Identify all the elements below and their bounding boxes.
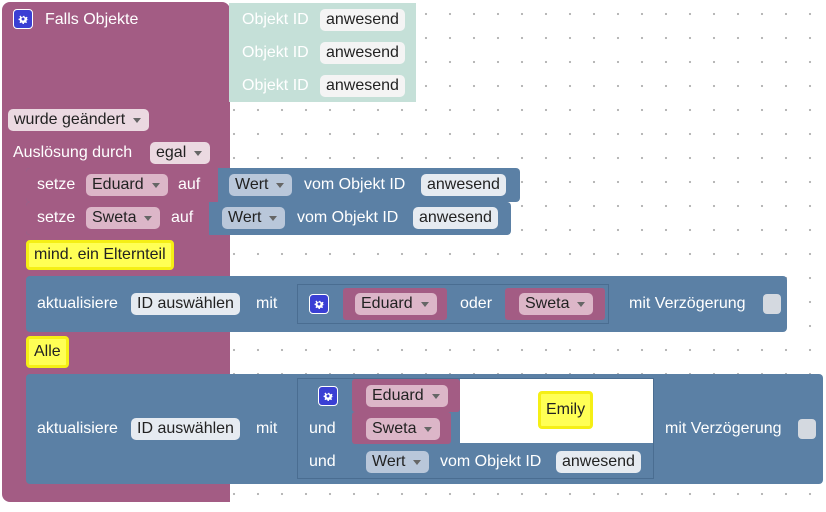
object-id-field[interactable]: anwesend <box>556 451 641 473</box>
variable-dropdown[interactable]: Eduard <box>366 385 448 407</box>
delay-label: mit Verzögerung <box>629 295 746 312</box>
object-id-field[interactable]: anwesend <box>320 9 405 31</box>
object-id-label: Objekt ID <box>242 44 309 61</box>
gear-icon[interactable] <box>13 9 33 29</box>
update-label: aktualisiere <box>37 295 118 312</box>
comment-bubble[interactable]: mind. ein Elternteil <box>26 240 174 270</box>
and-label: und <box>309 453 336 470</box>
to-label: auf <box>171 209 194 226</box>
object-id-field[interactable]: anwesend <box>413 207 498 229</box>
attribute-dropdown[interactable]: Wert <box>222 207 286 229</box>
variable-dropdown[interactable]: Sweta <box>519 293 594 315</box>
variable-dropdown[interactable]: Sweta <box>86 207 161 229</box>
id-select-field[interactable]: ID auswählen <box>131 418 240 440</box>
attribute-dropdown[interactable]: Wert <box>229 174 293 196</box>
delay-checkbox[interactable] <box>763 294 781 314</box>
variable-dropdown[interactable]: Eduard <box>355 293 437 315</box>
object-id-field[interactable]: anwesend <box>320 42 405 64</box>
object-id-label: Objekt ID <box>242 11 309 28</box>
comment-bubble[interactable]: Alle <box>26 336 69 368</box>
or-label: oder <box>460 295 493 312</box>
change-mode-dropdown[interactable]: wurde geändert <box>8 109 150 131</box>
and-label: und <box>309 420 336 437</box>
variable-dropdown[interactable]: Sweta <box>366 418 441 440</box>
object-id-field[interactable]: anwesend <box>421 174 506 196</box>
trigger-by-dropdown[interactable]: egal <box>150 142 211 164</box>
gear-icon[interactable] <box>309 294 329 314</box>
variable-dropdown[interactable]: Eduard <box>86 174 168 196</box>
comment-bubble[interactable]: Emily <box>538 391 594 429</box>
attribute-dropdown[interactable]: Wert <box>366 451 430 473</box>
of-object-label: vom Objekt ID <box>297 209 399 226</box>
to-label: auf <box>178 176 201 193</box>
id-select-field[interactable]: ID auswählen <box>131 293 240 315</box>
delay-checkbox[interactable] <box>798 419 816 439</box>
object-id-label: Objekt ID <box>242 77 309 94</box>
with-label: mit <box>256 420 278 437</box>
set-label: setze <box>37 176 76 193</box>
update-label: aktualisiere <box>37 420 118 437</box>
of-object-label: vom Objekt ID <box>304 176 406 193</box>
delay-label: mit Verzögerung <box>665 420 782 437</box>
gear-icon[interactable] <box>318 386 338 406</box>
set-label: setze <box>37 209 76 226</box>
trigger-title: Falls Objekte <box>45 11 139 28</box>
object-id-field[interactable]: anwesend <box>320 75 405 97</box>
with-label: mit <box>256 295 278 312</box>
trigger-by-label: Auslösung durch <box>13 144 133 161</box>
of-object-label: vom Objekt ID <box>440 453 542 470</box>
